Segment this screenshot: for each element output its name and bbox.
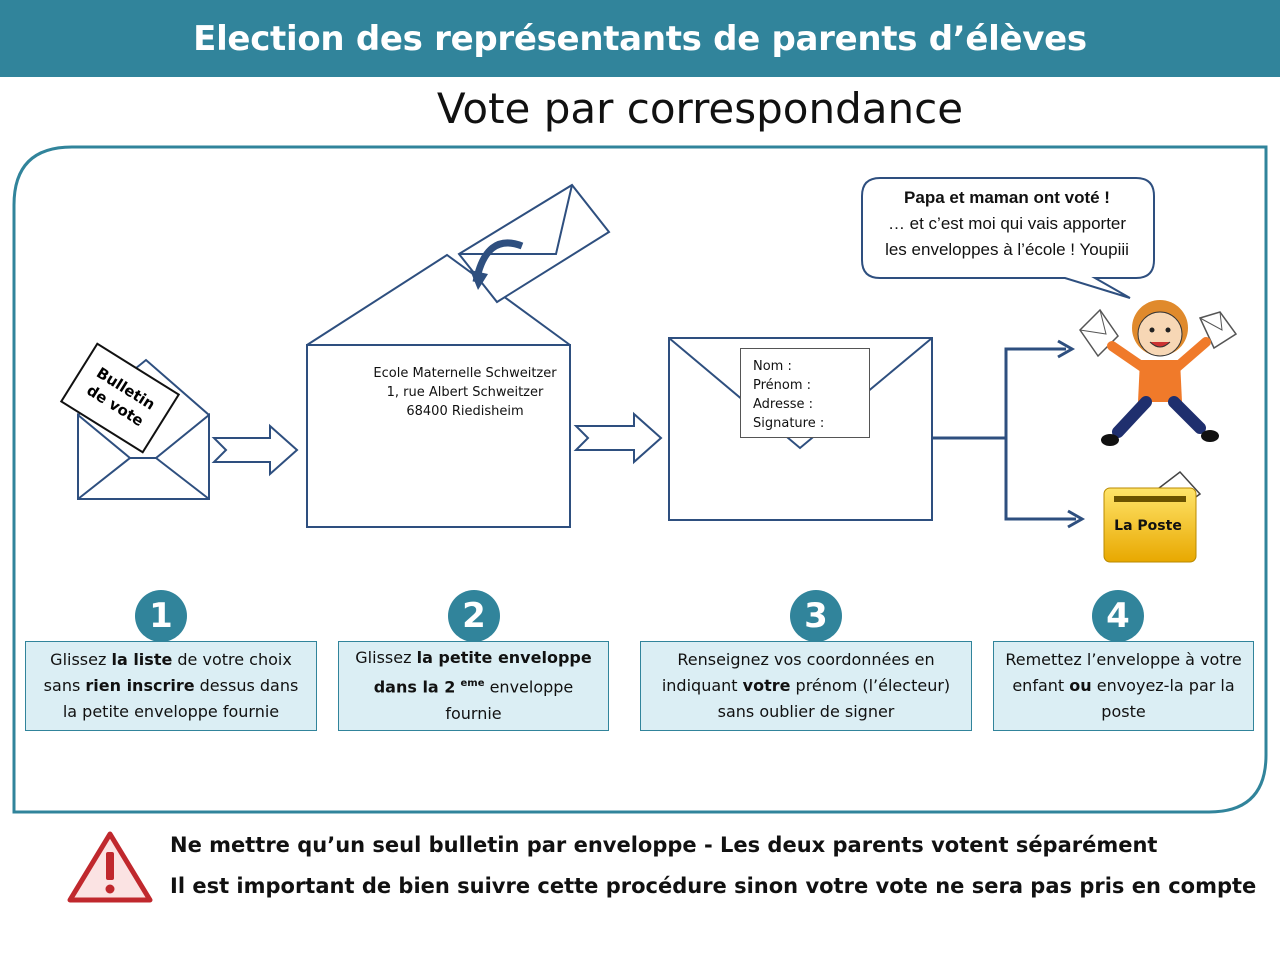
field-signature: Signature : [753,416,825,431]
field-nom: Nom : [753,359,792,374]
step-2-number: 2 [448,590,500,642]
sender-info-card: Nom : Prénom : Adresse : Signature : [740,348,870,438]
speech-bubble-text: Papa et maman ont voté ! … et c’est moi … [866,185,1148,263]
arrow-right-icon-1 [211,423,299,477]
step-3-box: Renseignez vos coordonnées en indiquant … [640,641,972,731]
step-1-box: Glissez la liste de votre choix sans rie… [25,641,317,731]
curved-arrow-head-icon [470,270,488,290]
title-banner: Election des représentants de parents d’… [0,0,1280,77]
step-1-number: 1 [135,590,187,642]
page-title: Election des représentants de parents d’… [193,18,1087,59]
warning-icon [67,831,153,903]
diagram-frame [12,145,1268,814]
mailbox-icon [1103,470,1202,563]
step-4-box: Remettez l’enveloppe à votre enfant ou e… [993,641,1254,731]
step-3-number: 3 [790,590,842,642]
small-envelope-front-icon [77,412,210,500]
warning-line-2: Il est important de bien suivre cette pr… [170,874,1257,898]
bubble-line-3: les enveloppes à l’école ! Youpiii [885,240,1129,259]
bubble-bold-line: Papa et maman ont voté ! [904,188,1110,207]
step-2-box: Glissez la petite enveloppe dans la 2 em… [338,641,609,731]
child-illustration-icon [1079,300,1238,446]
field-prenom: Prénom : [753,378,812,393]
speech-bubble [861,177,1155,299]
mailbox-label: La Poste [1114,518,1182,534]
branch-arrows [932,347,1076,521]
arrow-right-icon-2 [573,411,663,465]
step-4-number: 4 [1092,590,1144,642]
inserted-envelope-icon [457,183,611,304]
recipient-address: Ecole Maternelle Schweitzer 1, rue Alber… [360,364,570,421]
field-adresse: Adresse : [753,397,814,412]
arrowhead-child-icon [1057,339,1076,359]
addressed-envelope-icon [306,253,571,528]
bubble-line-2: … et c’est moi qui vais apporter [887,214,1127,233]
address-line-2: 1, rue Albert Schweitzer [386,385,544,400]
page-subtitle: Vote par correspondance [436,84,964,133]
warning-line-1: Ne mettre qu’un seul bulletin par envelo… [170,833,1158,857]
arrowhead-mailbox-icon [1067,509,1086,529]
address-line-3: 68400 Riedisheim [406,404,524,419]
address-line-1: Ecole Maternelle Schweitzer [373,366,557,381]
